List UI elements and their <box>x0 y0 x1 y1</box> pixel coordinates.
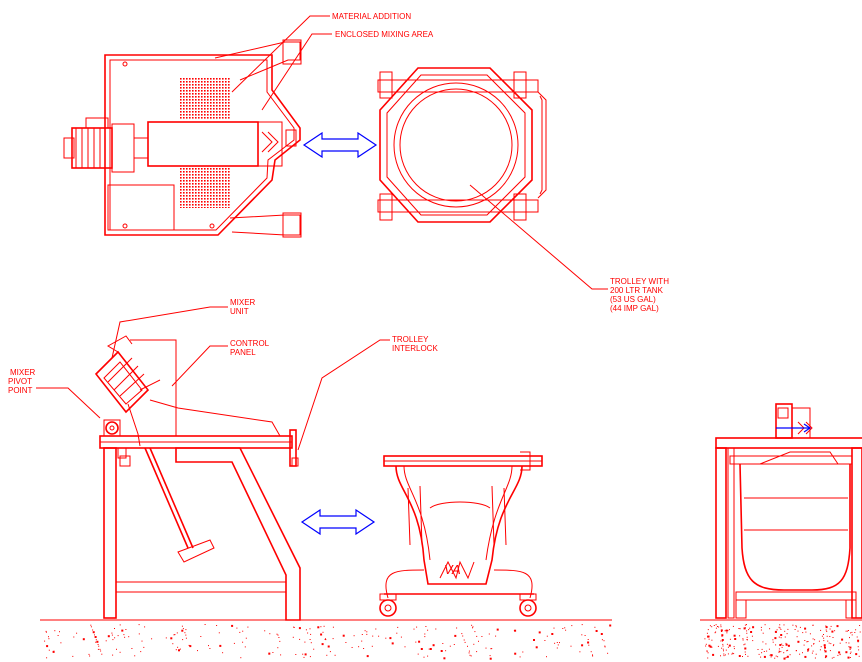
svg-text:INTERLOCK: INTERLOCK <box>392 344 438 353</box>
svg-text:UNIT: UNIT <box>230 307 249 316</box>
svg-text:PIVOT: PIVOT <box>8 377 32 386</box>
plan-view-mixer <box>63 39 302 238</box>
svg-text:(53 US GAL): (53 US GAL) <box>610 295 656 304</box>
double-arrow-top-icon <box>302 131 378 159</box>
svg-text:PANEL: PANEL <box>230 348 256 357</box>
plan-view-trolley <box>377 67 547 223</box>
label-enclosed-mixing-area: ENCLOSED MIXING AREA <box>335 30 434 39</box>
svg-text:POINT: POINT <box>8 386 33 395</box>
label-trolley-tank: TROLLEY WITH 200 LTR TANK (53 US GAL) (4… <box>610 277 669 313</box>
va-logo-trolley: VA <box>444 562 461 577</box>
svg-text:200 LTR TANK: 200 LTR TANK <box>610 286 664 295</box>
end-view <box>715 403 862 619</box>
label-mixer-pivot-point: MIXER PIVOT POINT <box>8 368 36 395</box>
label-material-addition: MATERIAL ADDITION <box>332 12 411 21</box>
double-arrow-side-icon <box>300 508 376 536</box>
side-view-trolley <box>379 451 543 617</box>
svg-text:MIXER: MIXER <box>10 368 36 377</box>
svg-text:CONTROL: CONTROL <box>230 339 270 348</box>
ground-speckle-right <box>704 624 861 660</box>
label-trolley-interlock: TROLLEY INTERLOCK <box>392 335 438 353</box>
leaders-top <box>231 15 608 290</box>
ground-speckle-left <box>44 624 612 660</box>
svg-text:TROLLEY WITH: TROLLEY WITH <box>610 277 669 286</box>
leaders-side <box>36 306 390 451</box>
svg-text:TROLLEY: TROLLEY <box>392 335 429 344</box>
svg-text:MIXER: MIXER <box>230 298 256 307</box>
side-view-mixer <box>94 335 301 621</box>
svg-text:(44 IMP GAL): (44 IMP GAL) <box>610 304 659 313</box>
label-control-panel: CONTROL PANEL <box>230 339 270 357</box>
label-mixer-unit: MIXER UNIT <box>230 298 256 316</box>
